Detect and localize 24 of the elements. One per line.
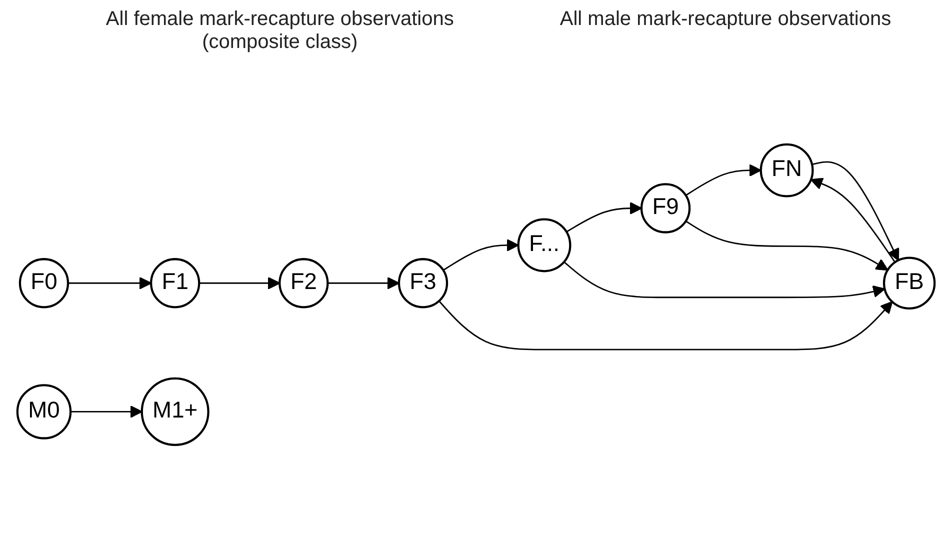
arrow (438, 300, 892, 350)
arrow (68, 276, 152, 290)
arrow (442, 238, 518, 271)
node-circle: F9 (640, 182, 690, 234)
arrow (684, 164, 761, 196)
arrow (70, 405, 142, 418)
node-circle: F0 (18, 258, 69, 308)
node-circle: FB (882, 256, 936, 310)
node-circle: FN (759, 143, 814, 198)
arrow (563, 261, 885, 298)
node-circle: M1+ (140, 377, 209, 446)
group-caption: All female mark-recapture observations (composite class) (104, 8, 455, 54)
node-circle: F1 (150, 258, 200, 308)
arrow (684, 220, 888, 270)
node-circle: F... (516, 218, 571, 272)
arrow (810, 178, 896, 262)
group-caption: All male mark-recapture observations (560, 8, 892, 32)
node-circle: F2 (278, 258, 328, 308)
arrow (811, 161, 899, 261)
arrow (566, 202, 642, 232)
arrow (327, 276, 400, 290)
arrow (198, 276, 280, 290)
node-circle: M0 (16, 384, 72, 440)
node-circle: F3 (397, 258, 448, 308)
